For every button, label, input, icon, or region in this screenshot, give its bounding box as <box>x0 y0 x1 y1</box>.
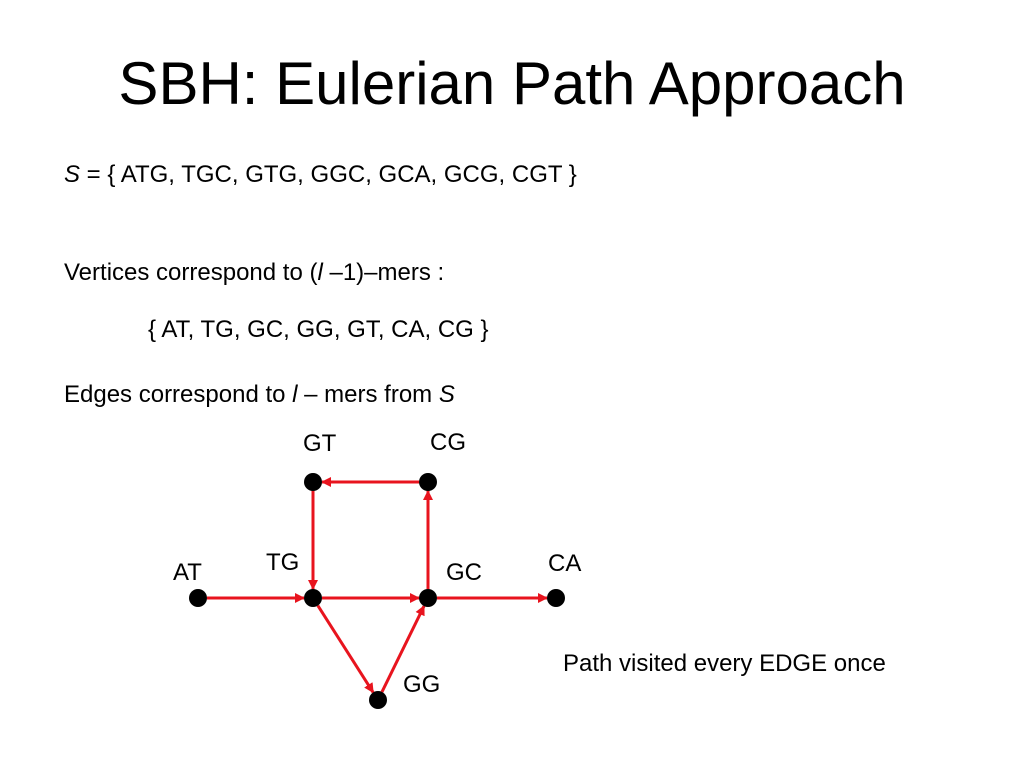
vertex-label-gc: GC <box>446 559 482 586</box>
vertex-cg <box>419 473 437 491</box>
set-close: } <box>562 161 577 188</box>
set-definition: S = { ATG, TGC, GTG, GGC, GCA, GCG, CGT … <box>64 160 577 190</box>
edges-statement: Edges correspond to l – mers from S <box>64 380 455 410</box>
vertices-text-b: –1)–mers : <box>322 259 445 286</box>
edges-variable-l: l <box>292 381 298 408</box>
vertex-ca <box>547 589 565 607</box>
set-variable: S <box>64 161 81 188</box>
set-equals: = { <box>80 161 121 188</box>
vertices-statement: Vertices correspond to (l –1)–mers : <box>64 258 444 288</box>
edge-gg-gc <box>380 605 426 693</box>
vertex-label-at: AT <box>173 559 202 586</box>
vertex-label-gt: GT <box>303 430 337 457</box>
edges-text-b: – mers from <box>297 381 439 408</box>
path-note: Path visited every EDGE once <box>563 650 886 677</box>
vertex-label-gg: GG <box>403 671 440 698</box>
slide-title: SBH: Eulerian Path Approach <box>118 50 906 117</box>
set-members: ATG, TGC, GTG, GGC, GCA, GCG, CGT <box>120 161 563 188</box>
vertex-label-cg: CG <box>430 429 466 456</box>
edge-tg-gg <box>316 604 375 694</box>
vertex-at <box>189 589 207 607</box>
vertex-gt <box>304 473 322 491</box>
vertex-label-ca: CA <box>548 550 581 577</box>
vertices-list: { AT, TG, GC, GG, GT, CA, CG } <box>148 316 489 343</box>
vertex-label-tg: TG <box>266 549 299 576</box>
vertices-text-a: Vertices correspond to ( <box>64 259 318 286</box>
edges-text-a: Edges correspond to <box>64 381 293 408</box>
vertices-variable: l <box>317 259 323 286</box>
vertex-gc <box>419 589 437 607</box>
vertex-tg <box>304 589 322 607</box>
edges-variable-s: S <box>438 381 455 408</box>
vertex-gg <box>369 691 387 709</box>
